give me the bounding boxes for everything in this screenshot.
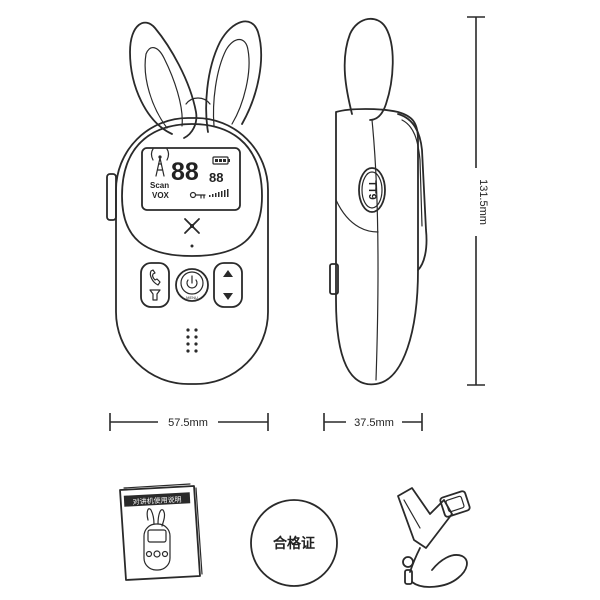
display-scan-label: Scan bbox=[150, 181, 169, 190]
rabbit-ear-left-icon bbox=[129, 21, 198, 139]
phone-icon bbox=[149, 269, 161, 286]
certificate-disc: 合格证 bbox=[250, 499, 338, 587]
device-body bbox=[115, 117, 269, 385]
antenna-tower-icon bbox=[150, 148, 170, 177]
dimension-side-depth: 37.5mm bbox=[323, 413, 423, 431]
certificate-label: 合格证 bbox=[273, 535, 315, 551]
signal-bars-icon bbox=[209, 189, 229, 197]
battery-icon bbox=[212, 156, 230, 165]
side-ptt-button bbox=[106, 173, 117, 221]
face-plate bbox=[121, 123, 263, 257]
side-body bbox=[335, 108, 419, 386]
menu-power-button[interactable] bbox=[175, 268, 209, 302]
dim-side-depth-label: 37.5mm bbox=[354, 417, 394, 429]
call-flashlight-button[interactable] bbox=[140, 262, 170, 308]
manual-title: 对讲机使用说明 bbox=[132, 495, 181, 507]
up-down-button[interactable] bbox=[213, 262, 243, 308]
lanyard-icon bbox=[397, 487, 471, 588]
manual-device-illustration bbox=[143, 508, 171, 571]
power-icon bbox=[186, 275, 198, 289]
display-digits-large: 88 bbox=[171, 158, 199, 186]
rabbit-ear-right-icon bbox=[205, 20, 262, 133]
dimension-front-width: 57.5mm bbox=[109, 413, 269, 431]
dim-front-width-label: 57.5mm bbox=[168, 417, 208, 429]
model-badge bbox=[358, 167, 386, 213]
device-side-view: TT9 bbox=[329, 18, 428, 386]
key-icon bbox=[189, 191, 206, 199]
belt-clip bbox=[397, 113, 428, 271]
user-manual-booklet: 对讲机使用说明 bbox=[119, 483, 203, 581]
display-digits-small: 88 bbox=[209, 170, 223, 185]
device-front-view: Scan VOX 88 88 bbox=[106, 20, 269, 385]
mic-hole bbox=[190, 244, 194, 248]
flashlight-icon bbox=[149, 289, 161, 301]
logo-x-icon bbox=[184, 218, 200, 234]
menu-label: MENU bbox=[186, 295, 198, 300]
speaker-grille-icon bbox=[186, 328, 198, 353]
lcd-display bbox=[141, 147, 241, 211]
side-button bbox=[329, 263, 339, 295]
rabbit-ear-side bbox=[343, 18, 394, 121]
up-down-arrow-icon bbox=[223, 270, 233, 300]
model-label: TT9 bbox=[366, 180, 378, 200]
dim-height-label: 131.5mm bbox=[477, 179, 489, 225]
dimension-height: 131.5mm bbox=[467, 16, 489, 386]
display-vox-label: VOX bbox=[152, 191, 170, 200]
